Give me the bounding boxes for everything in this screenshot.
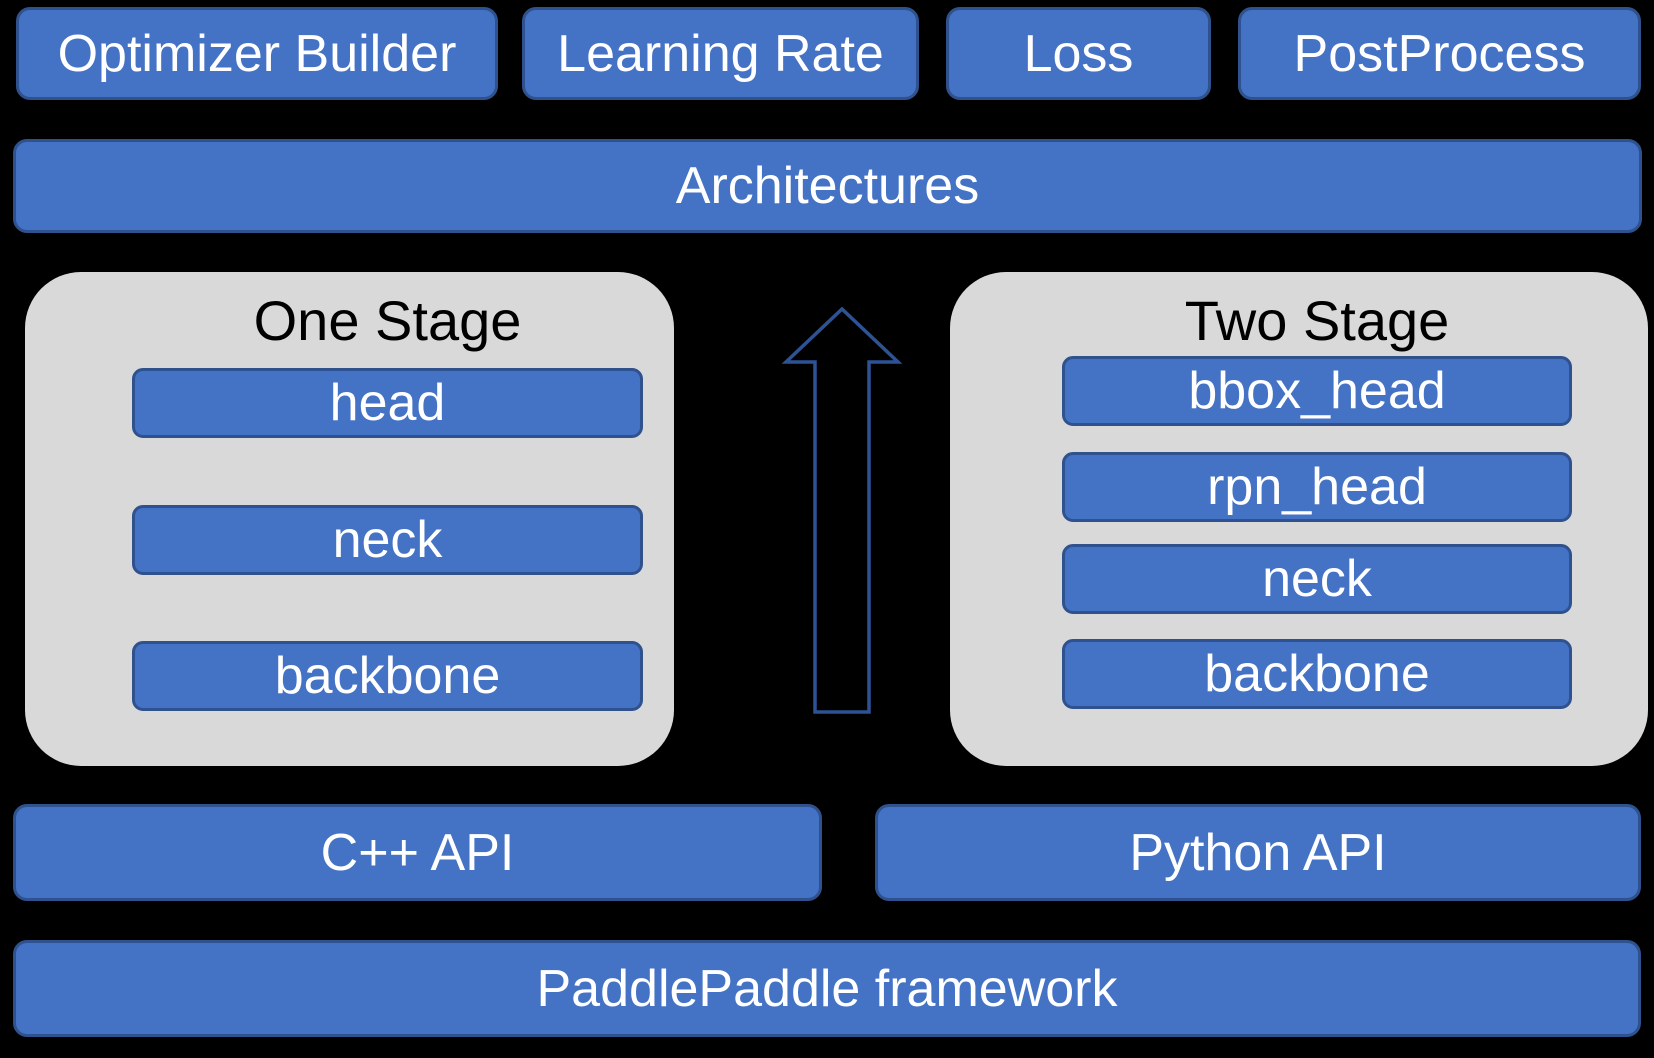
cpp-api-box: C++ API	[13, 804, 822, 901]
two-stage-backbone-box: backbone	[1062, 639, 1572, 709]
backbone-box: backbone	[132, 641, 643, 711]
postprocess-box: PostProcess	[1238, 7, 1641, 100]
loss-box: Loss	[946, 7, 1211, 100]
neck-box: neck	[132, 505, 643, 575]
two-stage-neck-box: neck	[1062, 544, 1572, 614]
learning-rate-box: Learning Rate	[522, 7, 919, 100]
up-arrow-icon	[780, 300, 905, 720]
two-stage-title: Two Stage	[1184, 289, 1450, 352]
one-stage-panel: One Stage head neck backbone	[25, 272, 674, 766]
head-box: head	[132, 368, 643, 438]
architectures-bar: Architectures	[13, 139, 1642, 233]
optimizer-builder-box: Optimizer Builder	[16, 7, 498, 100]
bbox-head-box: bbox_head	[1062, 356, 1572, 426]
rpn-head-box: rpn_head	[1062, 452, 1572, 522]
framework-bar: PaddlePaddle framework	[13, 940, 1641, 1037]
two-stage-panel: Two Stage bbox_head rpn_head neck backbo…	[950, 272, 1648, 766]
one-stage-title: One Stage	[253, 289, 522, 352]
python-api-box: Python API	[875, 804, 1641, 901]
